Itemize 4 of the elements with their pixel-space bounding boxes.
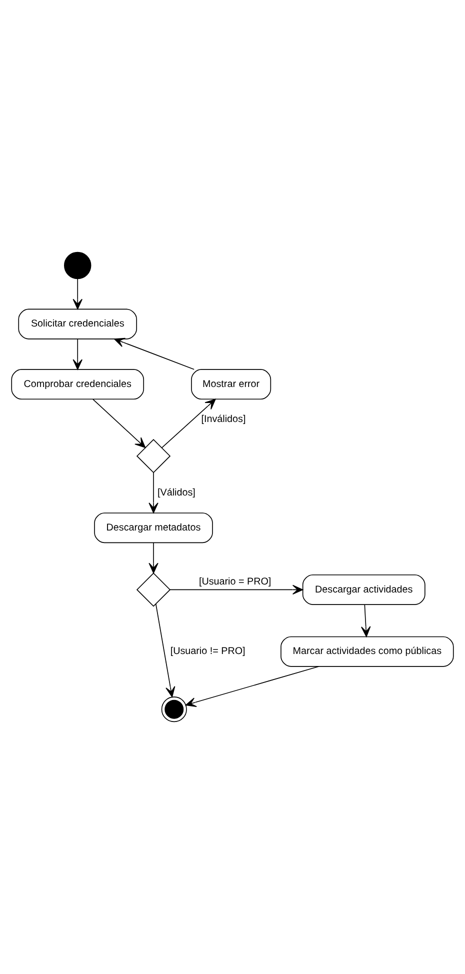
edge-label: [Usuario != PRO] (170, 646, 246, 658)
edge-label: [Inválidos] (201, 414, 246, 425)
edge-label: [Usuario = PRO] (198, 576, 272, 588)
edge-label: [Válidos] (158, 487, 196, 498)
